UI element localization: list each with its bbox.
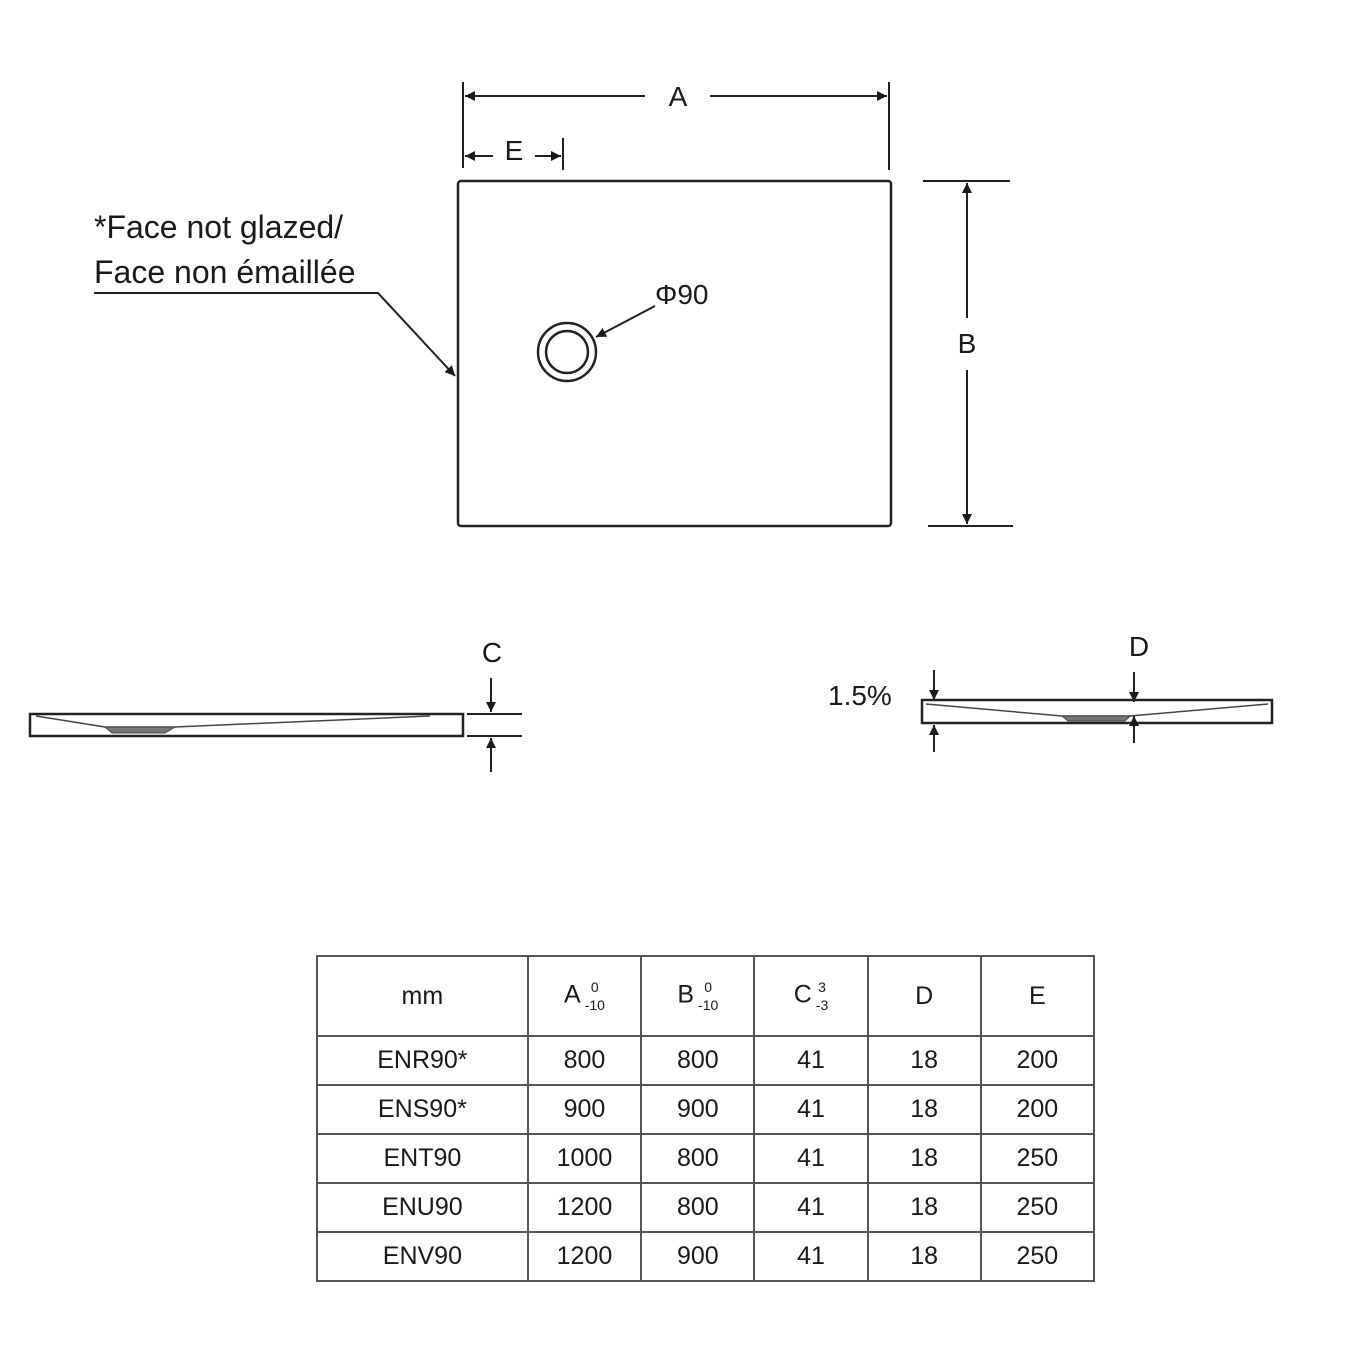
tolerance: 0-10: [585, 978, 605, 1014]
note-line-1: *Face not glazed/: [94, 209, 343, 245]
table-cell: 1200: [526, 1231, 643, 1282]
table-cell: ENV90: [316, 1231, 529, 1282]
table-cell: 250: [979, 1133, 1096, 1184]
tolerance-lower: -10: [584, 997, 605, 1013]
table-cell: 41: [753, 1084, 869, 1135]
table-cell: 18: [866, 1084, 982, 1135]
table-row: ENS90* 900 900 41 18 200: [316, 1084, 1096, 1135]
tolerance: 0-10: [698, 978, 718, 1014]
header-label: E: [1029, 981, 1046, 1010]
tolerance-lower: -3: [815, 997, 829, 1013]
dim-e-label: E: [505, 135, 524, 166]
tray-side-profile: [28, 712, 465, 738]
table-cell: 41: [753, 1035, 869, 1086]
header-label: D: [915, 981, 934, 1010]
dim-a-label: A: [669, 81, 688, 112]
dim-d-label: D: [1129, 631, 1149, 662]
table-cell: ENT90: [316, 1133, 529, 1184]
tolerance-upper: 0: [704, 979, 713, 995]
slope-label: 1.5%: [828, 680, 892, 711]
table-cell: 250: [979, 1182, 1096, 1233]
tray-end-profile: [920, 698, 1274, 725]
table-cell: 41: [753, 1133, 869, 1184]
table-cell: 18: [866, 1182, 982, 1233]
table-cell: 250: [979, 1231, 1096, 1282]
drain-section-2: [1060, 715, 1132, 722]
drain-section: [103, 726, 177, 734]
dim-b-label: B: [958, 328, 977, 359]
drain-inner-circle: [544, 329, 590, 375]
table-cell: ENU90: [316, 1182, 529, 1233]
table-row: ENT90 1000 800 41 18 250: [316, 1133, 1096, 1184]
table-row: ENU90 1200 800 41 18 250: [316, 1182, 1096, 1233]
header-label: A: [564, 980, 581, 1009]
drain-outer-circle: [536, 321, 598, 383]
plan-view: Φ90 A E B *Face not glazed/ Face non éma…: [94, 81, 1013, 528]
table-cell: ENR90*: [316, 1035, 529, 1086]
table-row: ENR90* 800 800 41 18 200: [316, 1035, 1096, 1086]
tolerance-lower: -10: [698, 997, 719, 1013]
table-cell: 200: [979, 1035, 1096, 1086]
tray-outline: [456, 179, 893, 528]
dim-c-label: C: [482, 637, 502, 668]
table-cell: 18: [866, 1133, 982, 1184]
tolerance-upper: 3: [818, 979, 826, 995]
table-cell: 800: [640, 1035, 756, 1086]
table-cell: ENS90*: [316, 1084, 529, 1135]
note-line-2: Face non émaillée: [94, 254, 355, 290]
tolerance: 3-3: [816, 978, 828, 1014]
header-e: E: [979, 955, 1096, 1037]
drain-diameter-label: Φ90: [655, 279, 708, 310]
table-cell: 41: [753, 1182, 869, 1233]
table-cell: 900: [526, 1084, 643, 1135]
side-view-c: C: [28, 637, 522, 772]
table-cell: 800: [640, 1133, 756, 1184]
header-label: B: [677, 980, 695, 1009]
table-cell: 18: [866, 1231, 982, 1282]
table-cell: 800: [640, 1182, 756, 1233]
header-label: C: [793, 980, 812, 1009]
table-cell: 800: [526, 1035, 643, 1086]
header-d: D: [866, 955, 982, 1037]
tolerance-upper: 0: [590, 979, 599, 995]
technical-drawing: Φ90 A E B *Face not glazed/ Face non éma…: [28, 81, 1274, 772]
note-leader: [94, 292, 456, 377]
table-cell: 200: [979, 1084, 1096, 1135]
drain-leader: [595, 305, 656, 338]
tray-slope-line-2: [925, 703, 1269, 717]
tray-slope-line: [35, 715, 431, 728]
header-label: mm: [401, 981, 444, 1010]
side-view-d: 1.5% D: [828, 631, 1274, 752]
table-cell: 18: [866, 1035, 982, 1086]
table-cell: 900: [640, 1231, 756, 1282]
table-cell: 41: [753, 1231, 869, 1282]
table-cell: 900: [640, 1084, 756, 1135]
table-row: ENV90 1200 900 41 18 250: [316, 1231, 1096, 1282]
table-cell: 1200: [526, 1182, 643, 1233]
header-mm: mm: [316, 955, 529, 1037]
table-cell: 1000: [526, 1133, 643, 1184]
